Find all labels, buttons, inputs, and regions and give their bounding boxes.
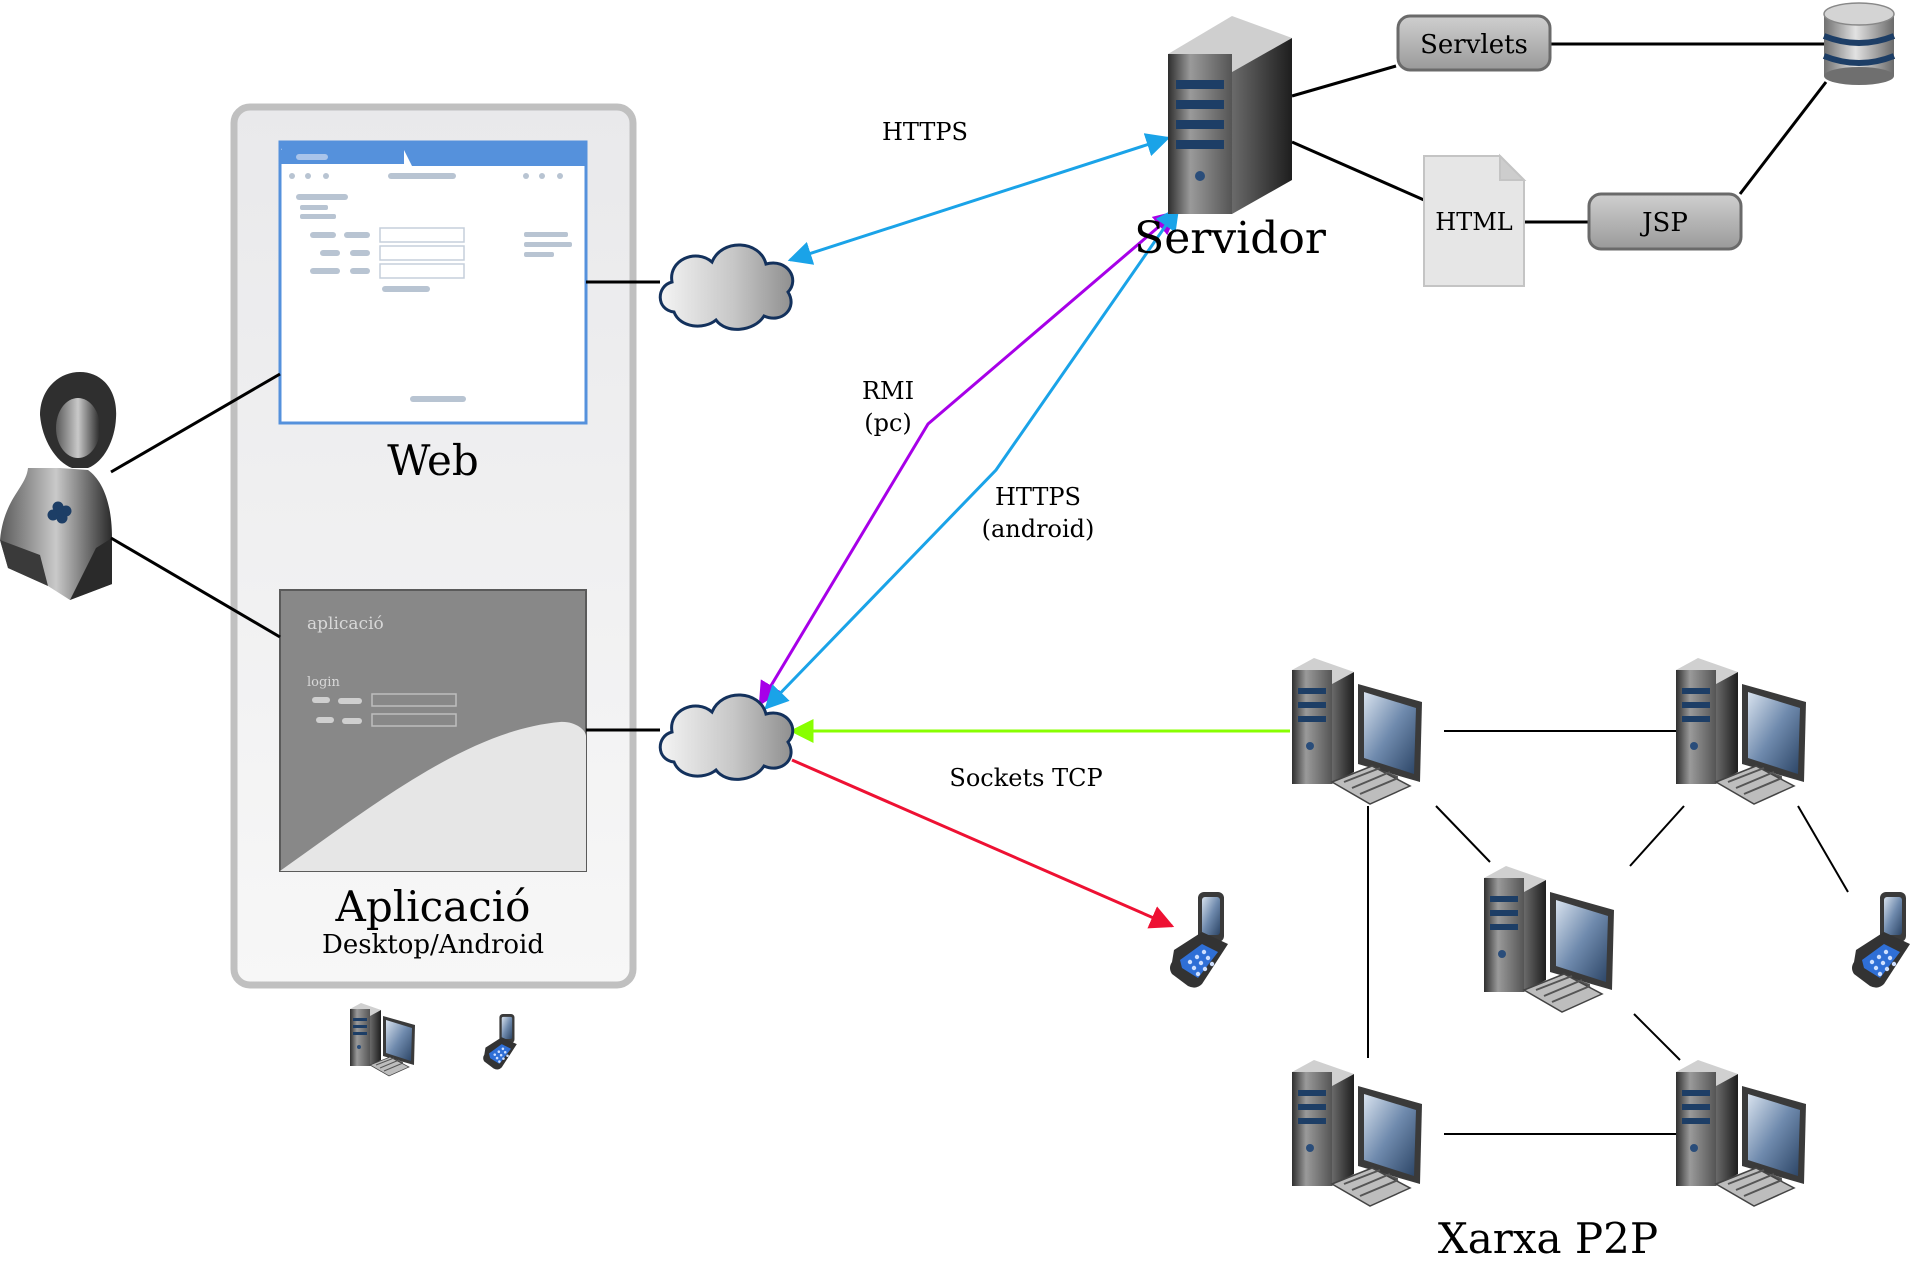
- server-label: Servidor: [1134, 213, 1327, 264]
- app-screen-title: aplicació: [307, 614, 384, 634]
- rmi-arrow: [758, 210, 1178, 707]
- desktop-computer-icon: [1675, 1059, 1807, 1207]
- mobile-phone-icon: [483, 1014, 517, 1070]
- html-doc-label: HTML: [1435, 208, 1513, 236]
- p2p-links: [1367, 730, 1849, 1135]
- app-subtitle: Desktop/Android: [322, 930, 544, 960]
- cloud-icon: [658, 693, 795, 781]
- servlets-label: Servlets: [1420, 30, 1528, 60]
- https-label: HTTPS: [882, 118, 968, 146]
- servlets-box: [1396, 14, 1552, 72]
- document-icon: [1423, 153, 1527, 287]
- desktop-computer-icon: [1675, 657, 1807, 805]
- sockets-out-arrow: [791, 758, 1175, 929]
- https-android-label: HTTPS: [995, 483, 1081, 511]
- p2p-label: Xarxa P2P: [1438, 1214, 1658, 1263]
- desktop-computer-icon: [1483, 865, 1615, 1013]
- sockets-label: Sockets TCP: [949, 764, 1102, 792]
- desktop-computer-icon: [1291, 657, 1423, 805]
- browser-window-icon: [278, 140, 588, 425]
- jsp-label: JSP: [1639, 208, 1688, 238]
- jsp-box: [1587, 192, 1743, 251]
- rmi-sublabel: (pc): [864, 409, 912, 437]
- server-icon: [1168, 16, 1292, 214]
- desktop-computer-icon: [1291, 1059, 1423, 1207]
- connector-lines: [110, 42, 1828, 732]
- https-web-arrow: [787, 133, 1171, 265]
- https-android-arrow: [764, 206, 1180, 710]
- app-screen-login: login: [307, 675, 340, 690]
- desktop-computer-icon: [349, 1002, 416, 1077]
- mobile-phone-icon: [1852, 892, 1910, 988]
- database-icon: [1822, 2, 1896, 85]
- mobile-phone-icon: [1170, 892, 1228, 988]
- user-icon: [0, 372, 117, 600]
- rmi-label: RMI: [862, 377, 914, 405]
- app-window-icon: [279, 589, 587, 872]
- cloud-icon: [658, 243, 795, 331]
- https-android-sublabel: (android): [982, 515, 1095, 543]
- web-label: Web: [387, 436, 479, 485]
- app-title: Aplicació: [335, 882, 531, 931]
